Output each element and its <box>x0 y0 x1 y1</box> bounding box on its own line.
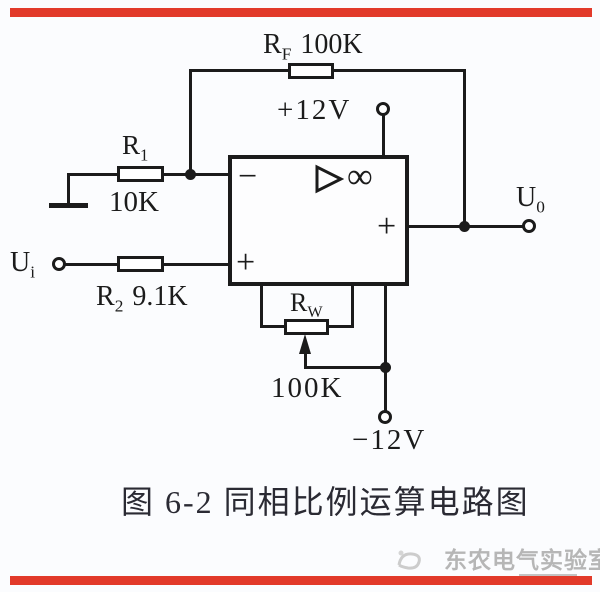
positive-supply-label: +12V <box>277 94 352 126</box>
wire-wiper-horizontal <box>304 366 388 369</box>
negative-supply-label: −12V <box>352 424 427 456</box>
wire-rw-right-drop <box>351 284 354 328</box>
opamp-inverting-input-sign: − <box>238 158 258 195</box>
wire-r2-to-noninverting-input <box>162 263 229 266</box>
rw-label: RW <box>290 288 323 322</box>
potentiometer-wiper-arrow-icon <box>299 334 311 354</box>
rw-value-label: 100K <box>271 372 344 404</box>
watermark-logo-icon <box>397 550 421 570</box>
r1-value-label: 10K <box>109 186 159 218</box>
wire-rw-left-lead <box>260 325 287 328</box>
terminal-output-u0 <box>522 219 536 233</box>
ground-symbol-bar <box>49 203 88 208</box>
resistor-r2-body <box>117 256 164 272</box>
opamp-noninverting-input-sign: + <box>236 244 256 281</box>
junction-dot-output-node <box>459 221 470 232</box>
wire-rw-left-drop <box>260 284 263 328</box>
bottom-red-divider-bar <box>10 576 592 585</box>
wire-ui-to-r2 <box>64 263 118 266</box>
opamp-infinity-gain-symbol: ∞ <box>347 156 373 196</box>
potentiometer-rw-body <box>284 319 329 335</box>
watermark-text: 东农电气实验室 <box>444 547 600 573</box>
junction-dot-wiper-node <box>380 362 391 373</box>
junction-dot-inverting-node <box>185 169 196 180</box>
figure-caption: 图 6-2 同相比例运算电路图 <box>121 484 530 520</box>
resistor-rf-body <box>288 63 334 79</box>
watermark-underline <box>519 574 577 576</box>
terminal-negative-supply <box>378 410 392 424</box>
wire-positive-supply <box>382 113 385 157</box>
wire-feedback-left-drop <box>189 69 192 176</box>
wire-ground-vertical <box>67 173 70 206</box>
terminal-input-ui <box>52 257 66 271</box>
terminal-positive-supply <box>376 102 390 116</box>
wire-wiper-vertical <box>304 350 307 369</box>
resistor-r1-body <box>117 166 164 182</box>
ui-label: Ui <box>10 247 36 282</box>
opamp-output-sign: + <box>377 208 397 245</box>
wire-rw-right-lead <box>326 325 354 328</box>
wire-ground-to-r1 <box>67 173 119 176</box>
top-red-divider-bar <box>10 8 592 17</box>
u0-label: U0 <box>516 182 545 217</box>
wire-feedback-right-drop <box>463 69 466 228</box>
wire-negative-supply <box>384 284 387 413</box>
r1-label: R1 <box>122 130 149 165</box>
opamp-triangle-icon <box>315 164 344 194</box>
